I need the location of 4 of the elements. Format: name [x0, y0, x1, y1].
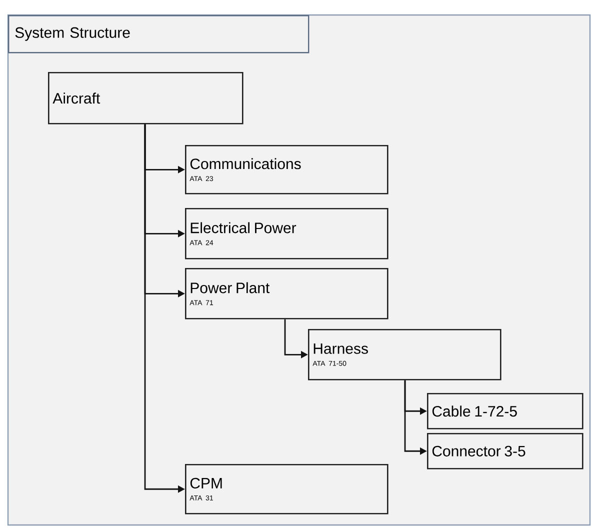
process-box: Connector 3-5	[427, 432, 584, 470]
process-box: Aircraft	[48, 72, 244, 124]
process-box: Cable 1-72-5	[427, 392, 584, 430]
title-tab: System Structure	[8, 15, 310, 54]
